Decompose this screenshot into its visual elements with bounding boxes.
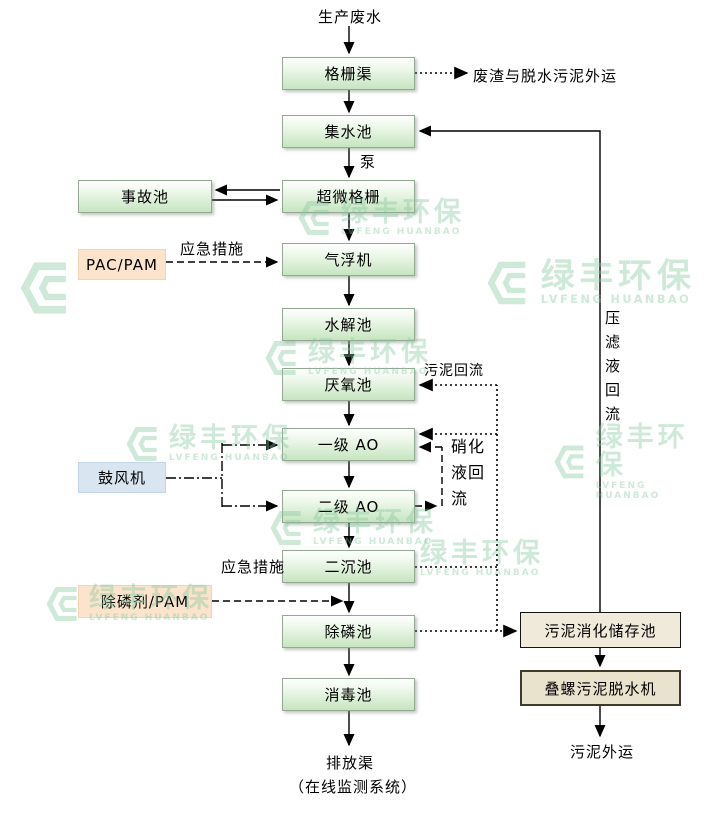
watermark-logo-icon: [487, 261, 526, 305]
watermark-text: 绿丰环保: [308, 336, 432, 368]
online-monitoring-label: （在线监测系统）: [289, 778, 418, 796]
node-collection-tank: 集水池: [282, 115, 415, 148]
node-phosphorus-agent-dosing: 除磷剂/PAM: [78, 585, 212, 618]
waste-outbound-label: 废渣与脱水污泥外运: [473, 67, 618, 85]
watermark-logo-icon: [126, 427, 157, 461]
node-phosphorus-removal-tank: 除磷池: [282, 615, 415, 648]
watermark: [20, 258, 71, 318]
node-ultrafine-screen: 超微格栅: [282, 180, 415, 213]
watermark-subtext: LVFENG HUANBAO: [341, 227, 462, 238]
watermark-subtext: LVFENG HUANBAO: [420, 568, 541, 579]
node-screw-sludge-dewaterer: 叠螺污泥脱水机: [520, 670, 681, 706]
node-sludge-digestion-storage-tank: 污泥消化储存池: [520, 612, 681, 648]
node-hydrolysis-tank: 水解池: [282, 308, 415, 341]
watermark-text: 绿丰环保: [595, 422, 689, 482]
node-air-flotation: 气浮机: [282, 243, 415, 276]
watermark: 绿丰环保 LVFENG HUANBAO: [554, 422, 715, 501]
pump-label: 泵: [360, 153, 377, 171]
watermark-logo-icon: [20, 262, 66, 314]
node-ao-stage2: 二级 AO: [282, 490, 415, 523]
node-grid-channel: 格栅渠: [282, 57, 415, 90]
node-anaerobic-tank: 厌氧池: [282, 368, 415, 401]
discharge-channel-label: 排放渠: [326, 754, 375, 772]
watermark: 绿丰环保 LVFENG HUANBAO: [487, 258, 696, 308]
watermark: 绿丰环保 LVFENG HUANBAO: [420, 538, 544, 579]
nitrification-return-label: 硝化液回流: [451, 437, 486, 508]
source-label: 生产废水: [318, 8, 383, 26]
emergency-measure-top-label: 应急措施: [180, 240, 245, 258]
sludge-outbound-label: 污泥外运: [570, 743, 635, 761]
filtrate-return-label: 压滤液回流: [605, 309, 622, 423]
watermark-subtext: LVFENG HUANBAO: [595, 480, 661, 501]
watermark-logo-icon: [554, 445, 584, 479]
watermark-text: 绿丰环保: [420, 538, 544, 569]
node-ao-stage1: 一级 AO: [282, 428, 415, 461]
watermark-subtext: LVFENG HUANBAO: [313, 537, 434, 548]
emergency-measure-bottom-label: 应急措施: [221, 558, 286, 576]
watermark: 绿丰环保 LVFENG HUANBAO: [126, 424, 293, 464]
watermark-text: 绿丰环保: [540, 256, 696, 296]
node-secondary-clarifier: 二沉池: [282, 550, 415, 583]
watermark-text: 绿丰环保: [169, 422, 293, 454]
watermark-subtext: LVFENG HUANBAO: [169, 453, 290, 464]
watermark-logo-icon: [46, 587, 77, 621]
sludge-return-label: 污泥回流: [424, 363, 484, 379]
node-blower: 鼓风机: [78, 462, 166, 493]
node-disinfection-tank: 消毒池: [282, 678, 415, 711]
node-pac-pam-dosing: PAC/PAM: [78, 249, 166, 280]
node-accident-tank: 事故池: [78, 180, 212, 213]
